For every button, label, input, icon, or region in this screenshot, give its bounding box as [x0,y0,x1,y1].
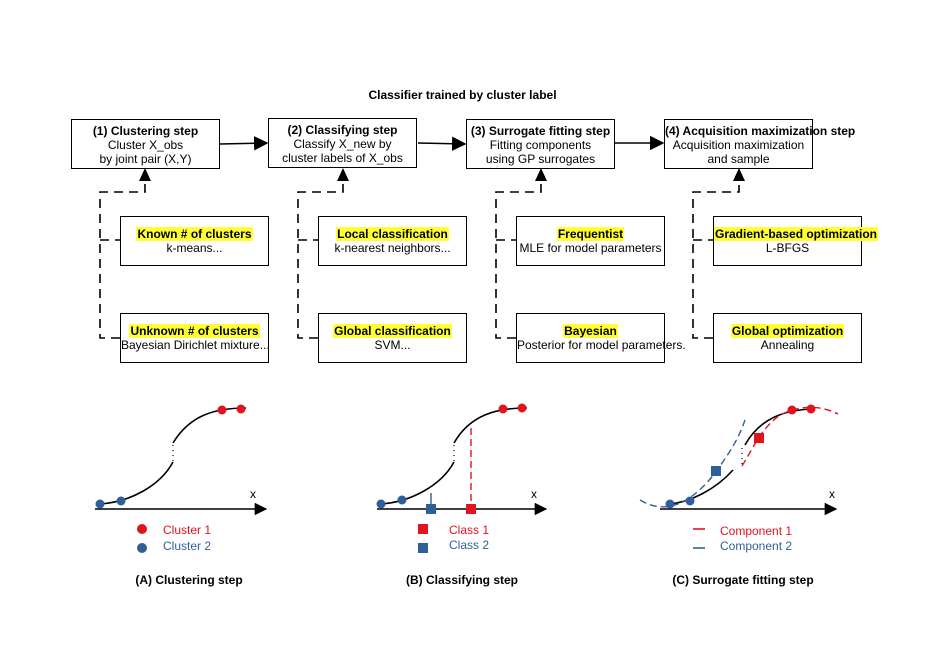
step-surrogate-line2: using GP surrogates [485,152,596,166]
connector-step4 [692,172,740,339]
diagram-title: Classifier trained by cluster label [368,88,557,102]
panel-a-plot [95,404,268,553]
option-gradient-optimization-text: L-BFGS [765,241,810,255]
step-surrogate-heading: (3) Surrogate fitting step [470,124,611,138]
option-frequentist: Frequentist MLE for model parameters [516,216,665,266]
panel-b-x-axis-label: x [531,487,537,501]
step-classifying-heading: (2) Classifying step [287,123,398,137]
panel-a-legend-2: Cluster 2 [163,539,212,553]
panel-c-plot [639,404,839,549]
option-bayesian: Bayesian Posterior for model parameters. [516,313,686,363]
option-global-optimization-heading: Global optimization [730,324,845,338]
step-classifying-line1: Classify X_new by [293,137,392,151]
step-acquisition-line1: Acquisition maximization [672,138,805,152]
panel-b-caption: (B) Classifying step [405,573,519,587]
step-classifying-line2: cluster labels of X_obs [282,151,403,165]
option-bayesian-heading: Bayesian [563,324,618,338]
panel-a-x-axis-label: x [250,487,256,501]
panel-c-legend-2: Component 2 [720,539,793,553]
step-acquisition-box: (4) Acquisition maximization step Acquis… [664,119,856,169]
option-global-optimization-text: Annealing [760,338,815,352]
option-known-clusters-heading: Known # of clusters [136,227,253,241]
step-surrogate-line1: Fitting components [489,138,592,152]
panel-c-x-axis-label: x [829,487,835,501]
panel-c-legend-1: Component 1 [720,524,793,538]
option-unknown-clusters-heading: Unknown # of clusters [129,324,260,338]
step-clustering-heading: (1) Clustering step [92,124,199,138]
arrowhead-step2 [337,168,349,181]
panel-a-caption: (A) Clustering step [135,573,243,587]
connector-step3 [495,172,542,339]
step-acquisition-line2: and sample [707,152,770,166]
panel-a-legend-1: Cluster 1 [163,523,212,537]
option-global-classification-heading: Global classification [333,324,452,338]
option-local-classification-text: k-nearest neighbors... [334,241,451,255]
option-gradient-optimization: Gradient-based optimization L-BFGS [713,216,879,266]
arrowhead-step3 [535,168,547,181]
option-global-optimization: Global optimization Annealing [713,313,862,363]
panel-c-caption: (C) Surrogate fitting step [672,573,814,587]
arrow-step1-step2 [219,136,269,151]
option-known-clusters: Known # of clusters k-means... [120,216,269,266]
option-frequentist-text: MLE for model parameters [519,241,662,255]
option-global-classification: Global classification SVM... [318,313,467,363]
step-classifying-box: (2) Classifying step Classify X_new by c… [268,118,417,168]
panel-b-plot [376,403,548,553]
option-bayesian-text: Posterior for model parameters. [517,338,686,352]
arrowhead-step1 [139,168,151,181]
panel-b-legend-2: Class 2 [449,538,490,552]
option-local-classification: Local classification k-nearest neighbors… [318,216,467,266]
option-known-clusters-text: k-means... [166,241,223,255]
arrow-step2-step3 [417,136,467,151]
option-unknown-clusters: Unknown # of clusters Bayesian Dirichlet… [120,313,270,363]
step-acquisition-heading: (4) Acquisition maximization step [665,124,856,138]
connector-step1 [99,172,146,339]
option-local-classification-heading: Local classification [336,227,449,241]
step-clustering-box: (1) Clustering step Cluster X_obs by joi… [71,119,220,169]
connector-step2 [297,172,344,339]
step-clustering-line1: Cluster X_obs [107,138,184,152]
option-frequentist-heading: Frequentist [556,227,625,241]
step-clustering-line2: by joint pair (X,Y) [99,152,192,166]
step-surrogate-box: (3) Surrogate fitting step Fitting compo… [466,119,615,169]
option-global-classification-text: SVM... [374,338,411,352]
arrowhead-step4 [733,168,745,181]
option-unknown-clusters-text: Bayesian Dirichlet mixture... [121,338,270,352]
panel-b-legend-1: Class 1 [449,523,490,537]
option-gradient-optimization-heading: Gradient-based optimization [714,227,879,241]
